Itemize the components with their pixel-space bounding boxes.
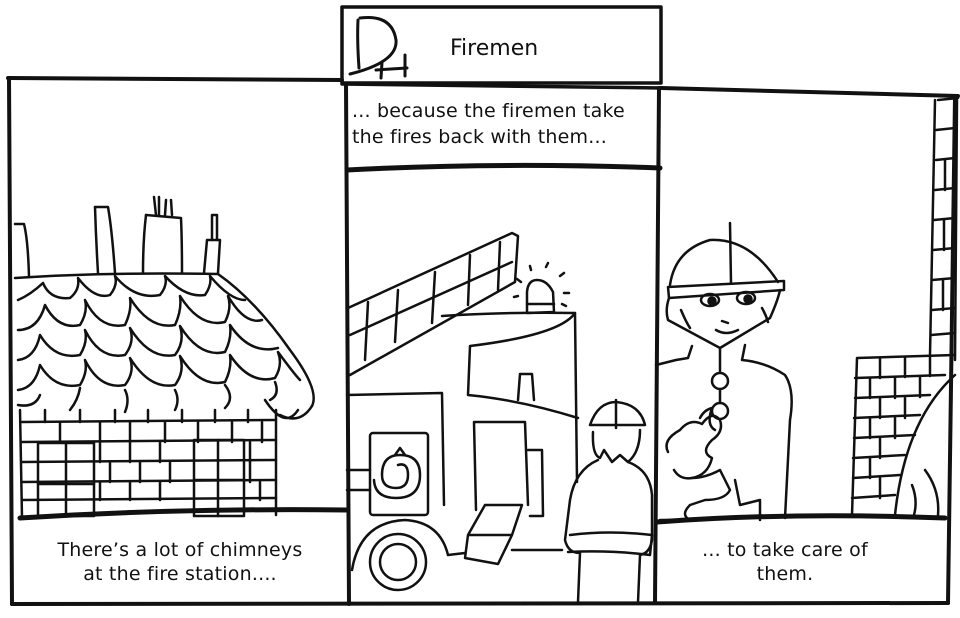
panel-3-fireman — [654, 96, 960, 522]
title-box — [340, 5, 663, 85]
panel-3-caption: ... to take care of them. — [665, 538, 905, 586]
panel-1-caption-line-2: at the fire station.... — [83, 563, 277, 585]
panel-3-caption-line-2: them. — [756, 563, 814, 585]
panel-1-building — [13, 195, 315, 520]
panel-2-caption-line-2: the fires back with them... — [352, 126, 607, 148]
panel-frames — [6, 76, 960, 606]
panel-2-fire-engine — [345, 231, 654, 604]
panel-3-caption-line-1: ... to take care of — [702, 539, 868, 561]
comic-title: Firemen — [450, 36, 539, 61]
panel-1-caption-line-1: There’s a lot of chimneys — [57, 539, 303, 561]
panel-2-caption-line-1: ... because the firemen take — [352, 100, 625, 122]
panel-1-caption: There’s a lot of chimneys at the fire st… — [20, 538, 340, 586]
panel-2-caption: ... because the firemen take the fires b… — [352, 98, 652, 150]
signature-logo-icon — [348, 15, 409, 80]
